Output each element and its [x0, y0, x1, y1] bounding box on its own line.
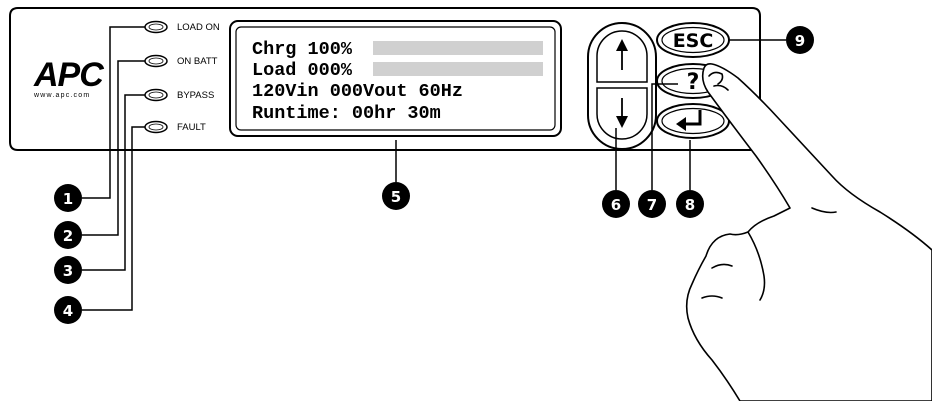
led-bypass: BYPASS: [144, 88, 214, 102]
callout-6-label: 6: [611, 196, 621, 214]
callout-8-label: 8: [685, 196, 695, 214]
led-fault-lamp: [144, 120, 168, 134]
finger-crease-4: [701, 295, 723, 299]
enter-button[interactable]: [656, 103, 730, 139]
led-bypass-label: BYPASS: [177, 90, 214, 101]
finger-crease-3: [711, 263, 733, 269]
callout-3: 3: [54, 256, 82, 284]
lcd-display: Chrg 100% Load 000% 120Vin 000Vout 60Hz …: [229, 20, 562, 137]
callout-9: 9: [786, 26, 814, 54]
callout-8: 8: [676, 190, 704, 218]
leader-line-7: [651, 83, 678, 190]
lcd-line-voltage: 120Vin 000Vout 60Hz: [252, 81, 463, 102]
arrow-down-icon: [616, 98, 628, 128]
callout-7-label: 7: [647, 196, 657, 214]
thumb-fold: [747, 231, 766, 301]
callout-5: 5: [382, 182, 410, 210]
hand-illustration: [685, 63, 932, 401]
arrow-up-icon: [616, 39, 628, 70]
lcd-charge-bar: [373, 41, 543, 55]
finger-crease-1: [713, 84, 729, 91]
help-button-label: ?: [687, 70, 700, 95]
lcd-line-load: Load 000%: [252, 60, 353, 81]
led-load-on-label: LOAD ON: [177, 22, 220, 33]
esc-button-label: ESC: [673, 30, 714, 52]
led-load-on: LOAD ON: [144, 20, 220, 34]
callout-2: 2: [54, 221, 82, 249]
led-load-on-lamp: [144, 20, 168, 34]
callout-2-label: 2: [63, 227, 73, 245]
callout-1-label: 1: [63, 190, 73, 208]
led-on-batt-label: ON BATT: [177, 56, 218, 67]
leader-line-1: [82, 26, 145, 199]
led-on-batt-lamp: [144, 54, 168, 68]
callout-6: 6: [602, 190, 630, 218]
lcd-line-charge: Chrg 100%: [252, 39, 353, 60]
up-down-rocker: [587, 22, 657, 150]
esc-button-inner: [661, 26, 725, 54]
enter-arrow-icon: [676, 110, 702, 131]
esc-button[interactable]: ESC: [656, 22, 730, 58]
hand-outline: [685, 63, 932, 401]
apc-url-text: www.apc.com: [33, 92, 90, 99]
callout-9-label: 9: [795, 32, 805, 50]
apc-logo-text: APC: [33, 56, 104, 94]
led-leader-lines: [82, 26, 145, 311]
finger-crease-2: [811, 207, 837, 214]
lcd-line-runtime: Runtime: 00hr 30m: [252, 103, 441, 124]
callout-1: 1: [54, 184, 82, 212]
callout-4: 4: [54, 296, 82, 324]
callout-7: 7: [638, 190, 666, 218]
button-leader-lines: [615, 39, 786, 190]
apc-logo: APC www.apc.com: [33, 56, 105, 99]
leader-line-4: [82, 126, 145, 311]
led-fault-label: FAULT: [177, 122, 206, 133]
enter-button-inner: [661, 107, 725, 135]
callout-5-label: 5: [391, 188, 401, 206]
callout-4-label: 4: [63, 302, 73, 320]
fingernail: [708, 71, 724, 85]
led-bypass-lamp: [144, 88, 168, 102]
leader-line-2: [82, 60, 145, 236]
lcd-load-bar: [373, 62, 543, 76]
led-on-batt: ON BATT: [144, 54, 218, 68]
leader-line-3: [82, 94, 145, 271]
callout-3-label: 3: [63, 262, 73, 280]
